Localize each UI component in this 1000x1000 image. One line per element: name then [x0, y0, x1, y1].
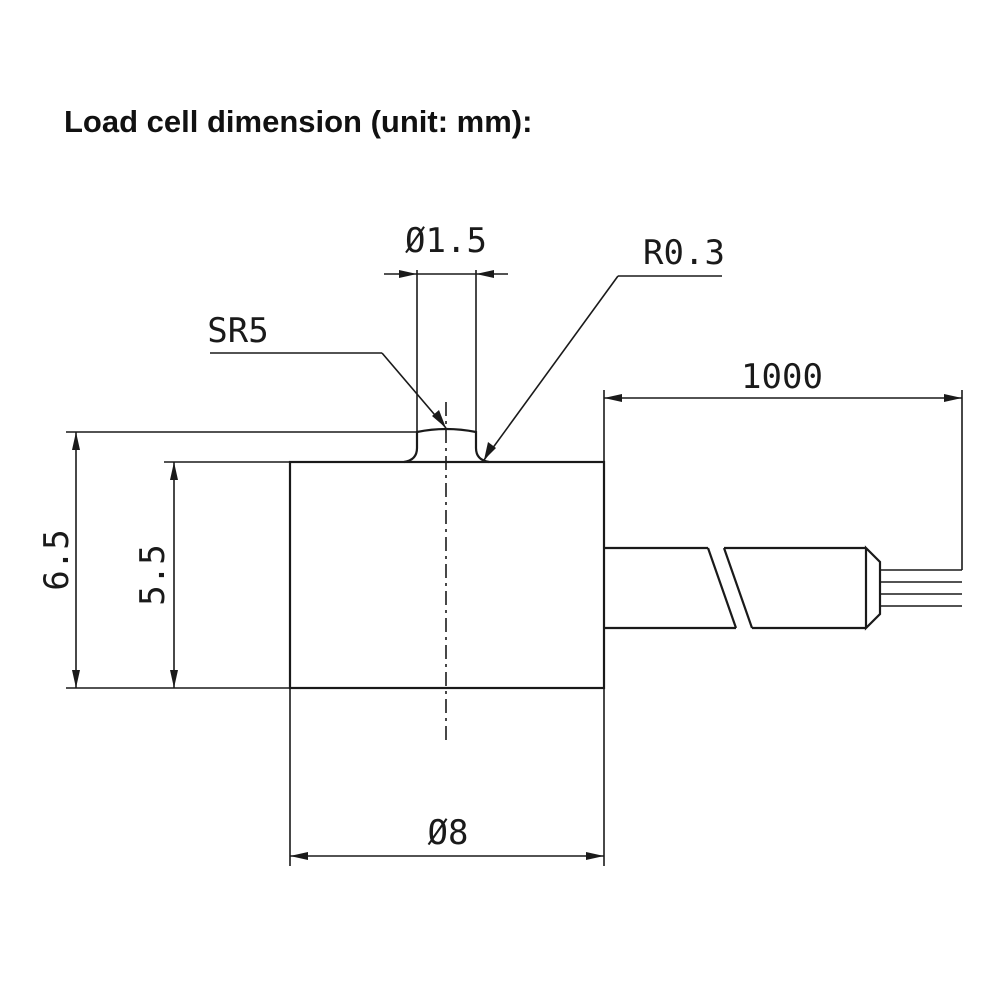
body-height-label: 5.5: [133, 544, 173, 605]
pin-diameter-dimension: Ø1.5: [384, 221, 508, 278]
fillet-radius-label: R0.3: [643, 233, 725, 273]
total-height-dimension: 6.5: [37, 432, 80, 688]
sphere-radius-label: SR5: [207, 311, 268, 351]
extension-lines: [66, 270, 963, 866]
cable: [604, 545, 882, 631]
body-diameter-dimension: Ø8: [290, 813, 604, 860]
fillet-radius-leader: R0.3: [483, 233, 725, 461]
total-height-label: 6.5: [37, 529, 77, 590]
body-height-dimension: 5.5: [133, 462, 178, 688]
cable-length-label: 1000: [741, 357, 823, 397]
cable-wires: [880, 569, 962, 607]
body-diameter-label: Ø8: [428, 813, 469, 853]
pin-diameter-label: Ø1.5: [405, 221, 487, 261]
cable-length-dimension: 1000: [604, 357, 962, 402]
diagram-title: Load cell dimension (unit: mm):: [64, 104, 533, 139]
load-cell-body: [288, 460, 606, 690]
sphere-radius-leader: SR5: [207, 311, 447, 429]
